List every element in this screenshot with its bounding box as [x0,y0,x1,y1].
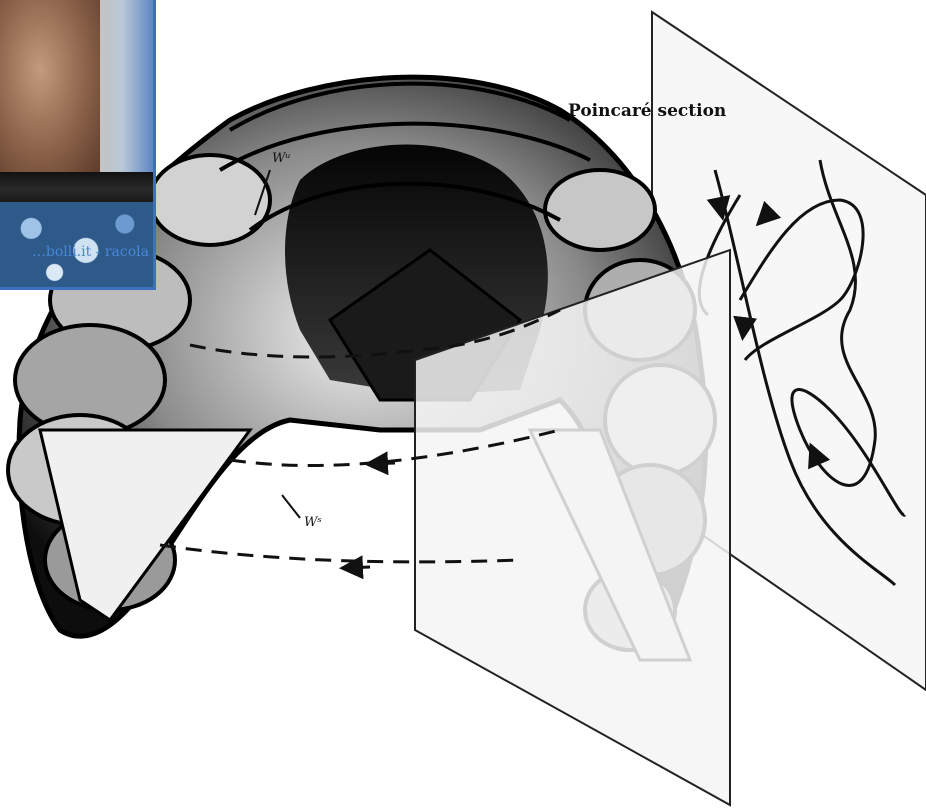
stable-manifold-label: Wˢ [304,515,322,530]
orbit-arrow-2 [345,567,370,568]
thumbnail-torso [0,0,100,175]
unstable-manifold-label: Wᵘ [272,151,291,166]
photo-thumbnail: …bolli.it - racola [0,0,156,290]
orbit-arrow-1 [370,463,395,464]
thumbnail-caption: …bolli.it - racola [32,244,149,260]
ws-leader-line [282,495,300,518]
poincare-section-label: Poincaré section [568,101,726,121]
thumbnail-waistband [0,172,156,202]
tangle-arrow-2 [743,318,745,335]
